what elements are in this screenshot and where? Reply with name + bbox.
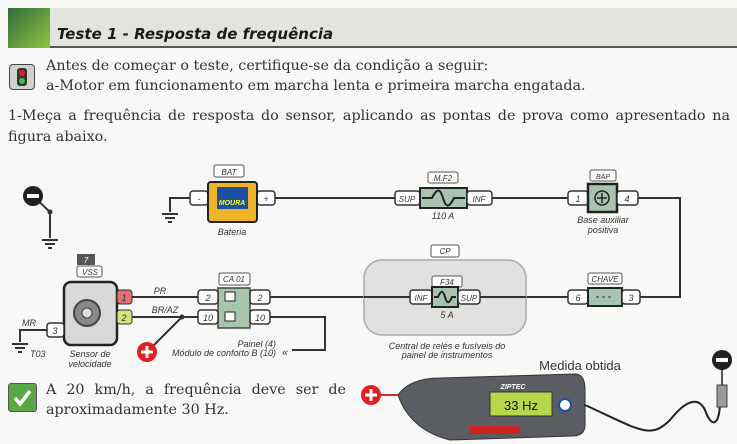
sensor-tag: VSS <box>82 268 99 277</box>
ca01-pin: 2 <box>204 293 210 303</box>
battery-pos-pin: + <box>263 194 268 204</box>
f34-rating: 5 A <box>440 310 453 320</box>
wire-pr-label: PR <box>154 286 167 296</box>
ca01-tag: CA 01 <box>223 275 245 284</box>
header-accent <box>8 8 50 48</box>
step-1-instruction: 1-Meça a frequência de resposta do senso… <box>8 108 730 145</box>
mf2-inf: INF <box>473 195 487 204</box>
bap-label-2: positiva <box>587 225 619 235</box>
destination-label: Painel (4) <box>237 339 276 349</box>
checkmark-icon <box>8 383 37 412</box>
ca01-pin: 2 <box>256 293 262 303</box>
mf2-rating: 110 A <box>432 211 455 221</box>
battery-brand: MOURA <box>219 200 245 207</box>
traffic-light-icon <box>9 64 35 90</box>
sensor-pin3: 3 <box>52 326 57 336</box>
ca01-pin: 10 <box>255 313 265 323</box>
precondition-line2: a-Motor em funcionamento em marcha lenta… <box>46 78 586 94</box>
bap-tag: BAP <box>596 174 610 181</box>
measurement-label: Medida obtida <box>539 358 621 373</box>
f34-tag: F34 <box>440 278 454 287</box>
sensor-pin2: 2 <box>120 313 126 323</box>
sensor-label-2: velocidade <box>68 359 111 369</box>
cp-label-2: painel de instrumentos <box>401 350 493 360</box>
meter-brand: ZIPTEC <box>500 384 527 391</box>
f34-inf: INF <box>415 294 429 303</box>
cp-label: Central de relés e fusíveis do <box>389 341 506 351</box>
ca01-pin: 10 <box>203 313 213 323</box>
battery-tag: BAT <box>222 168 238 177</box>
wire-braz-label: BR/AZ <box>152 305 179 315</box>
cp-tag: CP <box>439 247 451 256</box>
sensor-pin1: 1 <box>121 293 126 303</box>
chave-pin3: 3 <box>628 293 633 303</box>
bap-label: Base auxiliar <box>577 215 630 225</box>
battery-neg-pin: - <box>198 194 201 204</box>
sensor-number: 7 <box>84 256 89 265</box>
negative-probe-icon <box>23 186 43 206</box>
sensor-label: Sensor de <box>69 349 110 359</box>
positive-probe-icon <box>137 342 157 362</box>
wire-mr-label: MR <box>22 318 36 328</box>
destination-label-2: Módulo de conforto B (10) <box>172 348 276 358</box>
expected-result: A 20 km/h, a frequência deve ser de apro… <box>46 382 346 418</box>
chave-tag: CHAVE <box>591 275 619 284</box>
bap-pin1: 1 <box>575 194 580 204</box>
positive-probe-icon <box>361 385 381 405</box>
multimeter <box>397 373 586 441</box>
f34-sup: SUP <box>461 294 478 303</box>
page-title: Teste 1 - Resposta de frequência <box>57 25 334 43</box>
meter-reading: 33 Hz <box>504 398 538 413</box>
precondition-line1: Antes de começar o teste, certifique-se … <box>46 58 489 74</box>
chave-pin6: 6 <box>575 293 580 303</box>
ground-label: T03 <box>30 349 46 359</box>
fuse-mf2-tag: M.F2 <box>434 174 453 183</box>
negative-probe-icon <box>712 350 732 370</box>
battery-label: Bateria <box>218 227 247 237</box>
mf2-sup: SUP <box>399 195 416 204</box>
connector-arrow-icon: « <box>282 347 289 359</box>
bap-pin4: 4 <box>624 194 629 204</box>
header-bar <box>50 8 737 48</box>
